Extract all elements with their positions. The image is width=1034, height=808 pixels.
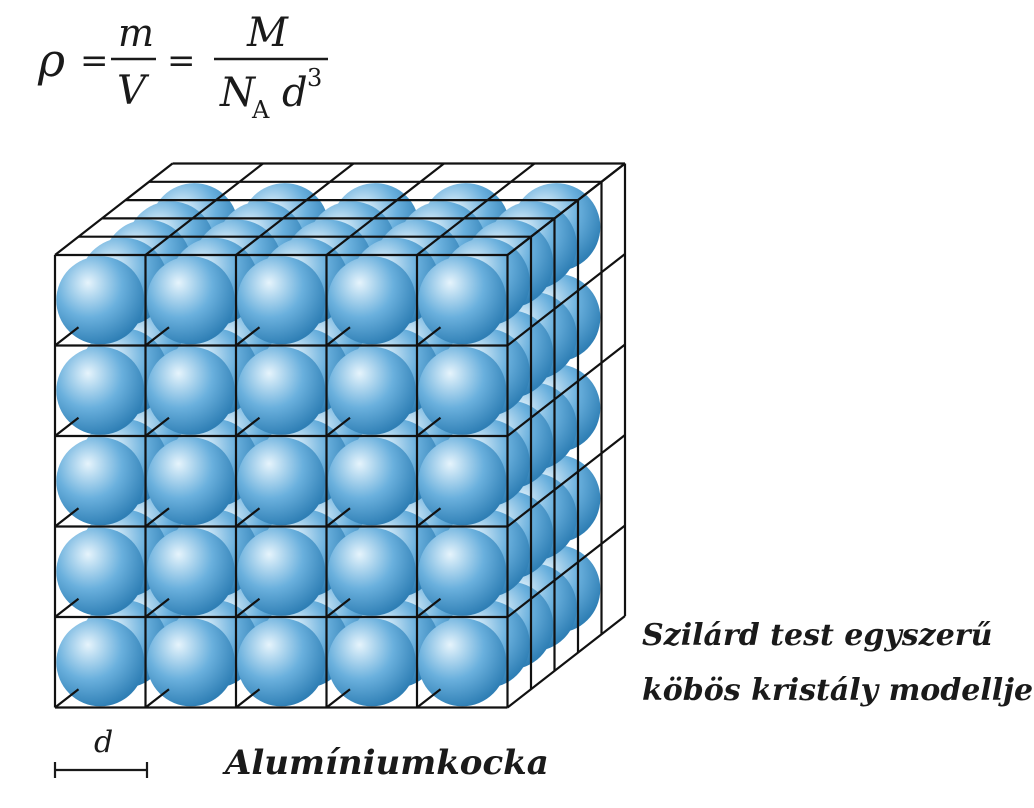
atom-sphere — [56, 256, 145, 345]
top-grid-line — [144, 162, 264, 256]
depth-grid-line — [144, 326, 170, 347]
top-grid-line — [235, 162, 355, 256]
depth-grid-line — [54, 416, 80, 437]
depth-grid-line — [416, 688, 442, 709]
formula-equals-1: = — [80, 41, 109, 81]
depth-grid-line — [325, 507, 351, 528]
depth-grid-line — [235, 507, 261, 528]
side-grid-line — [506, 343, 626, 437]
depth-grid-line — [416, 507, 442, 528]
atom-sphere — [56, 527, 145, 616]
lattice-grid — [53, 162, 627, 709]
atom-sphere — [146, 527, 235, 616]
atom-sphere — [418, 527, 507, 616]
depth-grid-line — [416, 416, 442, 437]
atom-sphere — [327, 618, 416, 707]
side-grid-line — [506, 253, 626, 347]
top-grid-line — [416, 162, 536, 256]
atom-sphere — [418, 256, 507, 345]
formula-rho: ρ — [37, 33, 65, 87]
formula-avogadro: N — [219, 70, 257, 116]
depth-grid-line — [325, 688, 351, 709]
depth-grid-line — [235, 597, 261, 618]
atom-sphere — [146, 618, 235, 707]
depth-grid-line — [325, 416, 351, 437]
atom-sphere — [327, 527, 416, 616]
atom-sphere — [146, 346, 235, 435]
depth-grid-line — [235, 326, 261, 347]
side-grid-line — [506, 162, 626, 256]
scale-bar: d — [53, 725, 149, 778]
model-caption-line1: Szilárd test egyszerű — [642, 618, 992, 653]
formula-molar-mass: M — [246, 10, 289, 56]
depth-grid-line — [54, 688, 80, 709]
atom-sphere — [418, 618, 507, 707]
side-grid-line — [506, 615, 626, 709]
sphere-lattice — [56, 183, 601, 707]
atom-sphere — [237, 256, 326, 345]
atom-sphere — [418, 346, 507, 435]
model-caption-line2: köbös kristály modellje — [642, 673, 1033, 708]
top-grid-line — [54, 162, 174, 256]
formula-exponent: 3 — [307, 64, 322, 92]
scale-bar-label: d — [94, 725, 113, 760]
depth-grid-line — [144, 416, 170, 437]
atom-sphere — [56, 618, 145, 707]
atom-sphere — [418, 437, 507, 526]
cube-label: Alumíniumkocka — [222, 743, 549, 783]
top-grid-line — [325, 162, 445, 256]
atom-sphere — [237, 618, 326, 707]
atom-sphere — [237, 346, 326, 435]
atom-sphere — [327, 437, 416, 526]
depth-grid-line — [235, 416, 261, 437]
depth-grid-line — [54, 597, 80, 618]
depth-grid-line — [144, 507, 170, 528]
depth-grid-line — [54, 326, 80, 347]
atom-sphere — [237, 437, 326, 526]
side-grid-line — [506, 434, 626, 528]
depth-grid-line — [416, 326, 442, 347]
formula-mass: m — [118, 11, 154, 55]
atom-sphere — [146, 256, 235, 345]
formula-equals-2: = — [167, 41, 196, 81]
depth-grid-line — [416, 597, 442, 618]
atom-sphere — [56, 346, 145, 435]
atom-sphere — [237, 527, 326, 616]
formula-spacing: d — [282, 70, 308, 116]
depth-grid-line — [325, 597, 351, 618]
atom-sphere — [327, 346, 416, 435]
atom-sphere — [56, 437, 145, 526]
density-formula: ρ = m V = M N A d 3 — [37, 10, 328, 124]
atom-sphere — [146, 437, 235, 526]
formula-avogadro-subscript: A — [251, 96, 270, 124]
side-grid-line — [506, 524, 626, 618]
depth-grid-line — [325, 326, 351, 347]
formula-volume: V — [117, 68, 150, 114]
depth-grid-line — [235, 688, 261, 709]
atom-sphere — [327, 256, 416, 345]
depth-grid-line — [144, 597, 170, 618]
depth-grid-line — [144, 688, 170, 709]
depth-grid-line — [54, 507, 80, 528]
